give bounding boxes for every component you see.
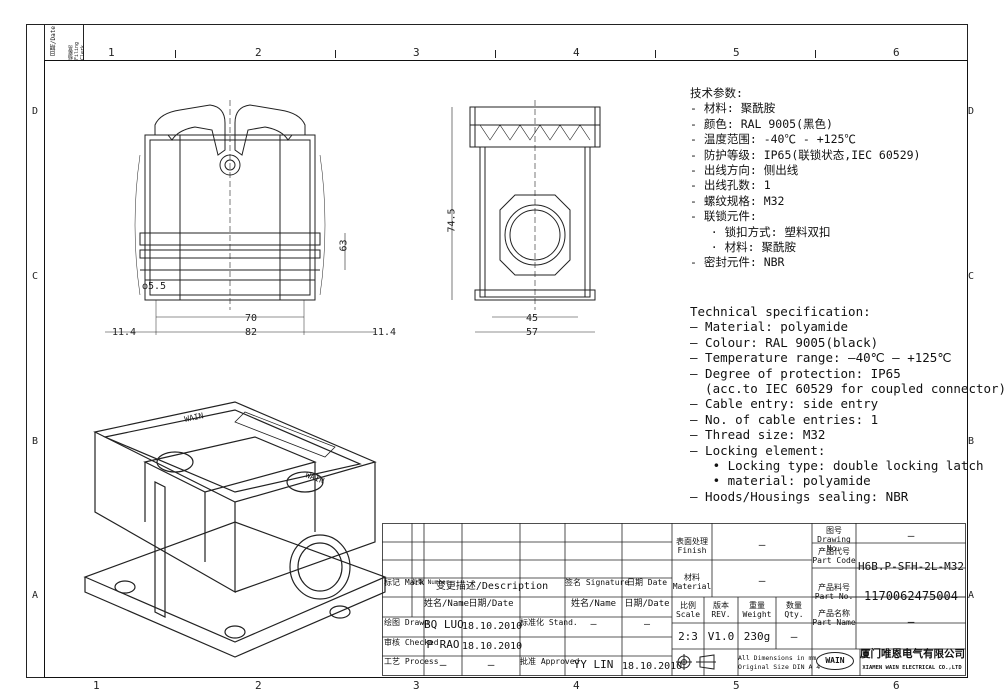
filing-strip: 日期/Date 档案员 Filing Clerk xyxy=(44,24,86,60)
side-view-drawing xyxy=(451,100,601,333)
dim-70: 70 xyxy=(245,313,258,324)
spec-cn-line: - 密封元件: NBR xyxy=(690,255,785,270)
checked-date: 18.10.2010 xyxy=(462,641,523,652)
spec-cn-line: · 材料: 聚酰胺 xyxy=(690,239,796,254)
spec-en-line: • Locking type: double locking latch xyxy=(690,457,984,473)
mark-label: 标记 Mark xyxy=(384,578,425,587)
spec-cn-block: 技术参数: - 材料: 聚酰胺 - 颜色: RAL 9005(黑色) - 温度范… xyxy=(690,86,920,271)
date-label-2: 日期/Date xyxy=(468,599,514,609)
wain-logo: WAIN xyxy=(816,652,854,670)
weight-label: 重量 Weight xyxy=(742,601,772,619)
spec-cn-line: - 联锁元件: xyxy=(690,209,757,224)
isometric-view-drawing: WAIN WAIN xyxy=(83,401,387,658)
scale-value: 2:3 xyxy=(678,630,698,643)
dim-74-5: 74.5 xyxy=(446,208,458,233)
spec-cn-line: - 出线方向: 侧出线 xyxy=(690,162,799,177)
spec-cn-line: · 锁扣方式: 塑料双扣 xyxy=(690,224,831,239)
spec-cn-line: - 温度范围: -40℃ - +125℃ xyxy=(690,132,856,147)
drawing-no-value: – xyxy=(907,529,915,542)
projection-symbol-icon xyxy=(676,654,716,670)
approved-date: 18.10.2010 xyxy=(622,661,683,672)
drawn-date: 18.10.2010 xyxy=(462,621,523,632)
stand-value: – xyxy=(590,619,597,630)
spec-en-line: – No. of cable entries: 1 xyxy=(690,411,879,427)
standard-label: 标准化 Stand. xyxy=(520,618,578,627)
spec-en-line: (acc.to IEC 60529 for coupled connector) xyxy=(690,380,1006,396)
spec-cn-title: 技术参数: xyxy=(690,86,743,100)
material-value: – xyxy=(758,574,766,587)
spec-en-line: – Cable entry: side entry xyxy=(690,396,879,412)
company-name-cn: 厦门唯恩电气有限公司 xyxy=(860,648,965,660)
name-label: 姓名/Name xyxy=(424,599,470,609)
rev-label: 版本 REV. xyxy=(711,601,731,619)
rev-value: V1.0 xyxy=(707,630,735,643)
spec-en-line: – Colour: RAL 9005(black) xyxy=(690,334,879,350)
spec-en-line: • material: polyamide xyxy=(690,473,871,489)
filing-clerk-label: 档案员 Filing Clerk xyxy=(68,41,86,60)
spec-cn-line: - 颜色: RAL 9005(黑色) xyxy=(690,116,833,131)
process-name: – xyxy=(439,658,447,671)
dim-11-4-right: 11.4 xyxy=(372,327,397,338)
process-label: 工艺 Process xyxy=(384,657,439,666)
spec-en-line: – Degree of protection: IP65 xyxy=(690,365,901,381)
approved-name: YY LIN xyxy=(573,658,614,671)
drawn-label: 绘图 Drawn xyxy=(384,618,429,627)
spec-en-line: – Locking element: xyxy=(690,442,826,458)
dim-57: 57 xyxy=(526,327,539,338)
title-block-grid xyxy=(382,523,966,676)
checked-name: P RAO xyxy=(426,638,460,651)
spec-en-block: Technical specification: – Material: pol… xyxy=(690,304,1006,504)
zone-top-6: 6 xyxy=(893,46,900,59)
date-label: 日期 Date xyxy=(626,578,668,587)
spec-cn-line: - 出线孔数: 1 xyxy=(690,178,771,193)
finish-label: 表面处理 Finish xyxy=(676,537,708,555)
company-name-en: XIAMEN WAIN ELECTRICAL CO.,LTD xyxy=(862,665,962,671)
material-label: 材料 Material xyxy=(672,573,712,591)
front-view-drawing xyxy=(105,100,375,335)
drawn-name: BQ LUO xyxy=(424,618,464,631)
signature-label: 签名 Signature xyxy=(565,578,630,587)
drawing-frame-inner xyxy=(44,60,968,678)
spec-cn-line: - 螺纹规格: M32 xyxy=(690,193,785,208)
zone-top-1: 1 xyxy=(108,46,115,59)
part-name-label: 产品名称 Part Name xyxy=(812,609,856,627)
dim-63: 63 xyxy=(338,239,350,252)
qty-label: 数量 Qty. xyxy=(784,601,804,619)
scale-label: 比例 Scale xyxy=(675,601,701,619)
iso-logo-mark-left: WAIN xyxy=(184,411,205,424)
spec-en-line: – Thread size: M32 xyxy=(690,427,826,443)
approved-label: 批准 Approved xyxy=(520,657,580,666)
spec-cn-line: - 防护等级: IP65(联锁状态,IEC 60529) xyxy=(690,147,921,162)
finish-value: – xyxy=(758,538,766,551)
part-code-value: H6B.P-SFH-2L-M32 xyxy=(858,560,964,573)
part-no-value: 1170062475004 xyxy=(864,589,958,603)
zone-top-3: 3 xyxy=(413,46,420,59)
part-code-label: 产品代号 Part Code xyxy=(812,547,856,565)
dim-11-4-left: 11.4 xyxy=(112,327,137,338)
description-label: 变更描述/Description xyxy=(435,581,549,592)
dims-note-1: All Dimensions in mm xyxy=(738,654,817,662)
qty-value: – xyxy=(790,630,798,643)
spec-en-title: Technical specification: xyxy=(690,304,871,319)
filing-date-label: 日期/Date xyxy=(50,26,57,57)
dim-45: 45 xyxy=(526,313,539,324)
drawing-no-label: 图号 Drawing No. xyxy=(817,526,851,553)
zone-top-4: 4 xyxy=(573,46,580,59)
spec-en-line: – Hoods/Housings sealing: NBR xyxy=(690,488,909,504)
weight-value: 230g xyxy=(743,630,771,643)
zone-top-2: 2 xyxy=(255,46,262,59)
spec-en-line: – Material: polyamide xyxy=(690,319,849,335)
dim-82: 82 xyxy=(245,327,258,338)
dim-hole-dia: ϕ5.5 xyxy=(142,281,167,292)
zone-top-5: 5 xyxy=(733,46,740,59)
dims-note-2: Original Size DIN A 4 xyxy=(738,663,821,671)
part-name-value: – xyxy=(907,615,915,628)
spec-cn-line: - 材料: 聚酰胺 xyxy=(690,101,776,116)
checked-label: 审核 Checked xyxy=(384,638,439,647)
stand-date: – xyxy=(643,619,651,630)
part-no-label: 产品料号 Part No. xyxy=(814,583,854,601)
spec-en-line: – Temperature range: –40℃ – +125℃ xyxy=(690,350,952,366)
process-date: – xyxy=(487,658,495,671)
